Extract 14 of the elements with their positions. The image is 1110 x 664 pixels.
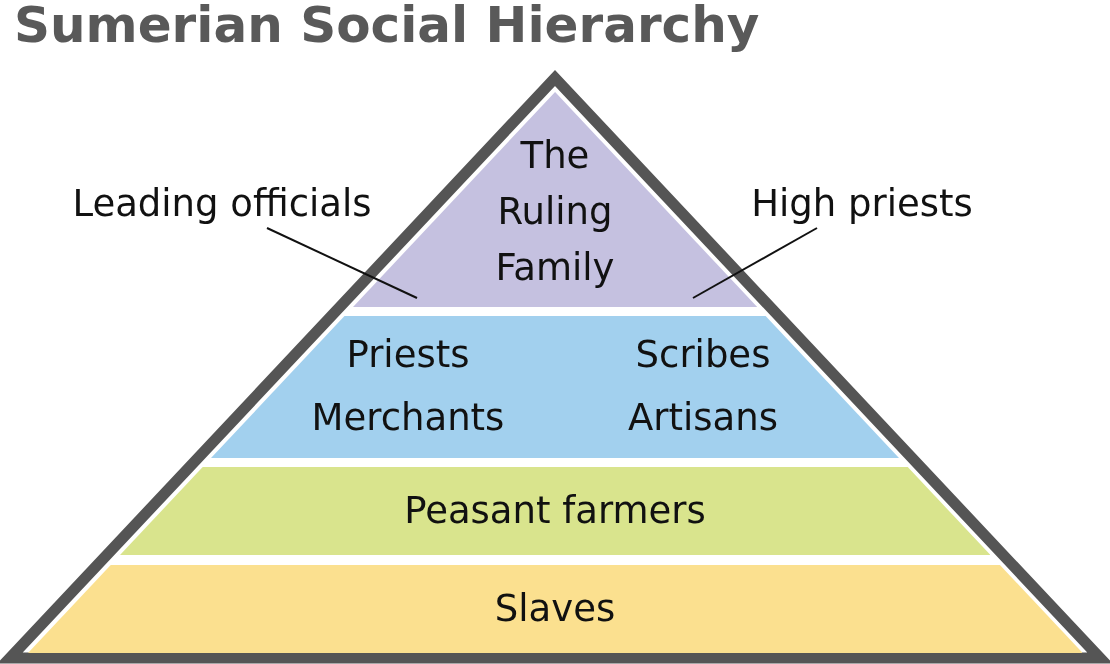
pyramid-tier <box>27 565 1083 653</box>
pyramid-tier <box>210 316 900 458</box>
tier-label: Slaves <box>494 586 616 632</box>
tier-label: Artisans <box>628 395 778 441</box>
callout-label: Leading officials <box>72 176 372 232</box>
tier-label: Peasant farmers <box>404 488 706 534</box>
callout-label: High priests <box>751 176 973 232</box>
tier-label: Merchants <box>311 395 505 441</box>
tier-label: Scribes <box>635 332 771 378</box>
pyramid-tier <box>119 467 991 555</box>
tier-label: The Ruling Family <box>494 133 616 291</box>
tier-label: Priests <box>346 332 470 378</box>
diagram-title: Sumerian Social Hierarchy <box>14 0 760 54</box>
leader-line <box>692 227 818 299</box>
